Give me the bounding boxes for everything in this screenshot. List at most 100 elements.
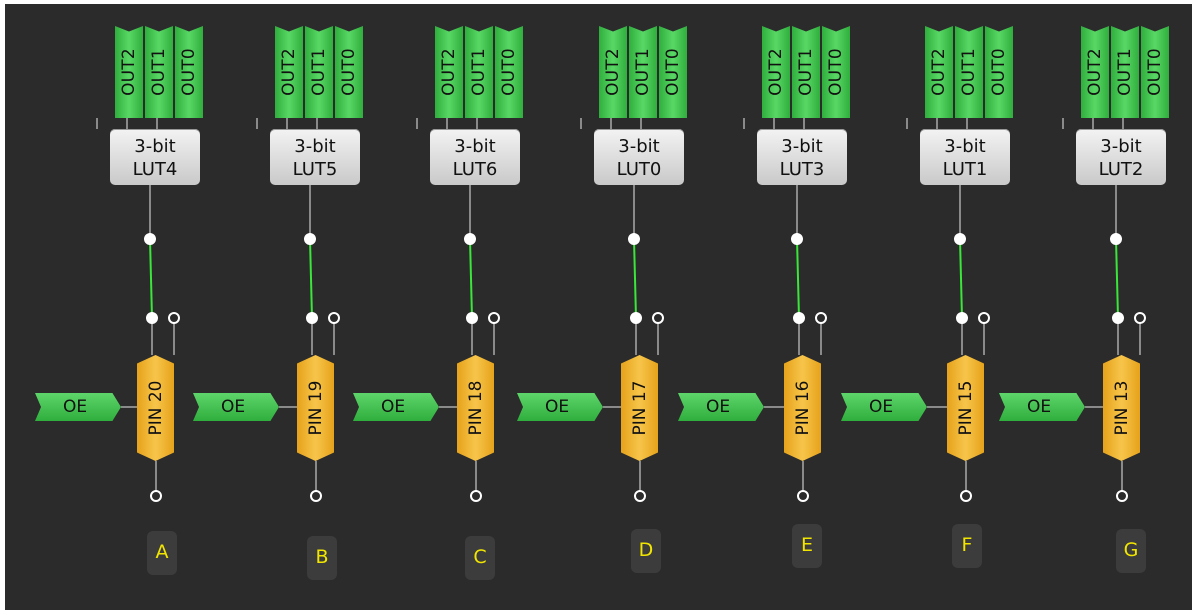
output-tab-label: OUT1 [796, 48, 816, 96]
output-tab-out1[interactable]: OUT1 [792, 26, 820, 118]
lut-output-port[interactable] [628, 233, 640, 245]
output-tab-label: OUT2 [119, 48, 139, 96]
pin-output-port[interactable] [1116, 490, 1128, 502]
pin-aux-port[interactable] [652, 312, 664, 324]
pin-output-port[interactable] [150, 490, 162, 502]
output-tab-out0[interactable]: OUT0 [335, 26, 363, 118]
output-tab-label: OUT1 [149, 48, 169, 96]
output-tab-out2[interactable]: OUT2 [115, 26, 143, 118]
pin-aux-port[interactable] [488, 312, 500, 324]
pin-input-port[interactable] [630, 312, 642, 324]
output-tab-out0[interactable]: OUT0 [659, 26, 687, 118]
pin-output-port[interactable] [470, 490, 482, 502]
output-tab-out1[interactable]: OUT1 [629, 26, 657, 118]
pin-input-port[interactable] [1112, 312, 1124, 324]
pin-aux-port[interactable] [815, 312, 827, 324]
output-tab-out1[interactable]: OUT1 [305, 26, 333, 118]
output-tab-out0[interactable]: OUT0 [985, 26, 1013, 118]
column-label: G [1123, 539, 1139, 561]
oe-label: OE [544, 397, 570, 417]
pin-output-port[interactable] [634, 490, 646, 502]
output-tab-out2[interactable]: OUT2 [599, 26, 627, 118]
io-pin[interactable]: PIN 17 [621, 355, 658, 461]
pin-output-port[interactable] [797, 490, 809, 502]
output-tab-out2[interactable]: OUT2 [435, 26, 463, 118]
output-tab-out2[interactable]: OUT2 [275, 26, 303, 118]
output-tab-label: OUT0 [339, 48, 359, 96]
oe-label: OE [62, 397, 88, 417]
lut-output-port[interactable] [1110, 233, 1122, 245]
connected-wire [1115, 238, 1119, 319]
output-tab-out0[interactable]: OUT0 [175, 26, 203, 118]
output-tab-label: OUT2 [279, 48, 299, 96]
oe-input-tab[interactable]: OE [193, 393, 279, 421]
oe-input-tab[interactable]: OE [353, 393, 439, 421]
oe-input-tab[interactable]: OE [35, 393, 121, 421]
output-tab-out0[interactable]: OUT0 [495, 26, 523, 118]
lut-output-port[interactable] [464, 233, 476, 245]
oe-input-tab[interactable]: OE [517, 393, 603, 421]
lut-output-port[interactable] [144, 233, 156, 245]
pin-input-port[interactable] [466, 312, 478, 324]
lut-output-port[interactable] [304, 233, 316, 245]
output-tab-label: OUT1 [1115, 48, 1135, 96]
output-tab-label: OUT0 [826, 48, 846, 96]
lut-type-label: 3-bit [618, 136, 660, 157]
output-tab-out2[interactable]: OUT2 [1081, 26, 1109, 118]
lut-output-port[interactable] [791, 233, 803, 245]
output-tab-out0[interactable]: OUT0 [1141, 26, 1169, 118]
oe-label: OE [705, 397, 731, 417]
pin-input-port[interactable] [793, 312, 805, 324]
lut-output-port[interactable] [954, 233, 966, 245]
lut-name-label: LUT2 [1098, 159, 1144, 180]
output-tab-out2[interactable]: OUT2 [762, 26, 790, 118]
column-label: F [961, 534, 973, 556]
lut-type-label: 3-bit [294, 136, 336, 157]
pin-aux-port[interactable] [328, 312, 340, 324]
pin-output-port[interactable] [310, 490, 322, 502]
pin-aux-port[interactable] [168, 312, 180, 324]
io-pin[interactable]: PIN 13 [1103, 355, 1140, 461]
pin-aux-port[interactable] [1134, 312, 1146, 324]
pin-output-port[interactable] [960, 490, 972, 502]
pin-aux-port[interactable] [978, 312, 990, 324]
oe-label: OE [380, 397, 406, 417]
io-pin[interactable]: PIN 18 [457, 355, 494, 461]
column-label-badge: E [792, 524, 822, 568]
output-tab-out1[interactable]: OUT1 [955, 26, 983, 118]
output-tab-label: OUT2 [1085, 48, 1105, 96]
io-pin[interactable]: PIN 16 [784, 355, 821, 461]
io-pin[interactable]: PIN 20 [137, 355, 174, 461]
output-tab-out2[interactable]: OUT2 [925, 26, 953, 118]
pin-input-port[interactable] [956, 312, 968, 324]
oe-input-tab[interactable]: OE [841, 393, 927, 421]
column-label: C [473, 546, 487, 568]
oe-input-tab[interactable]: OE [678, 393, 764, 421]
output-tab-out1[interactable]: OUT1 [465, 26, 493, 118]
pin-input-port[interactable] [306, 312, 318, 324]
lut-name-label: LUT0 [616, 159, 662, 180]
io-pin[interactable]: PIN 19 [297, 355, 334, 461]
output-tab-out1[interactable]: OUT1 [1111, 26, 1139, 118]
output-tab-out1[interactable]: OUT1 [145, 26, 173, 118]
output-tab-out0[interactable]: OUT0 [822, 26, 850, 118]
oe-input-tab[interactable]: OE [999, 393, 1085, 421]
pin-input-port[interactable] [146, 312, 158, 324]
column-label: A [155, 541, 169, 563]
io-pin-label: PIN 20 [145, 380, 166, 436]
io-pin[interactable]: PIN 15 [947, 355, 984, 461]
io-pin-label: PIN 15 [955, 380, 976, 436]
output-tab-label: OUT2 [603, 48, 623, 96]
